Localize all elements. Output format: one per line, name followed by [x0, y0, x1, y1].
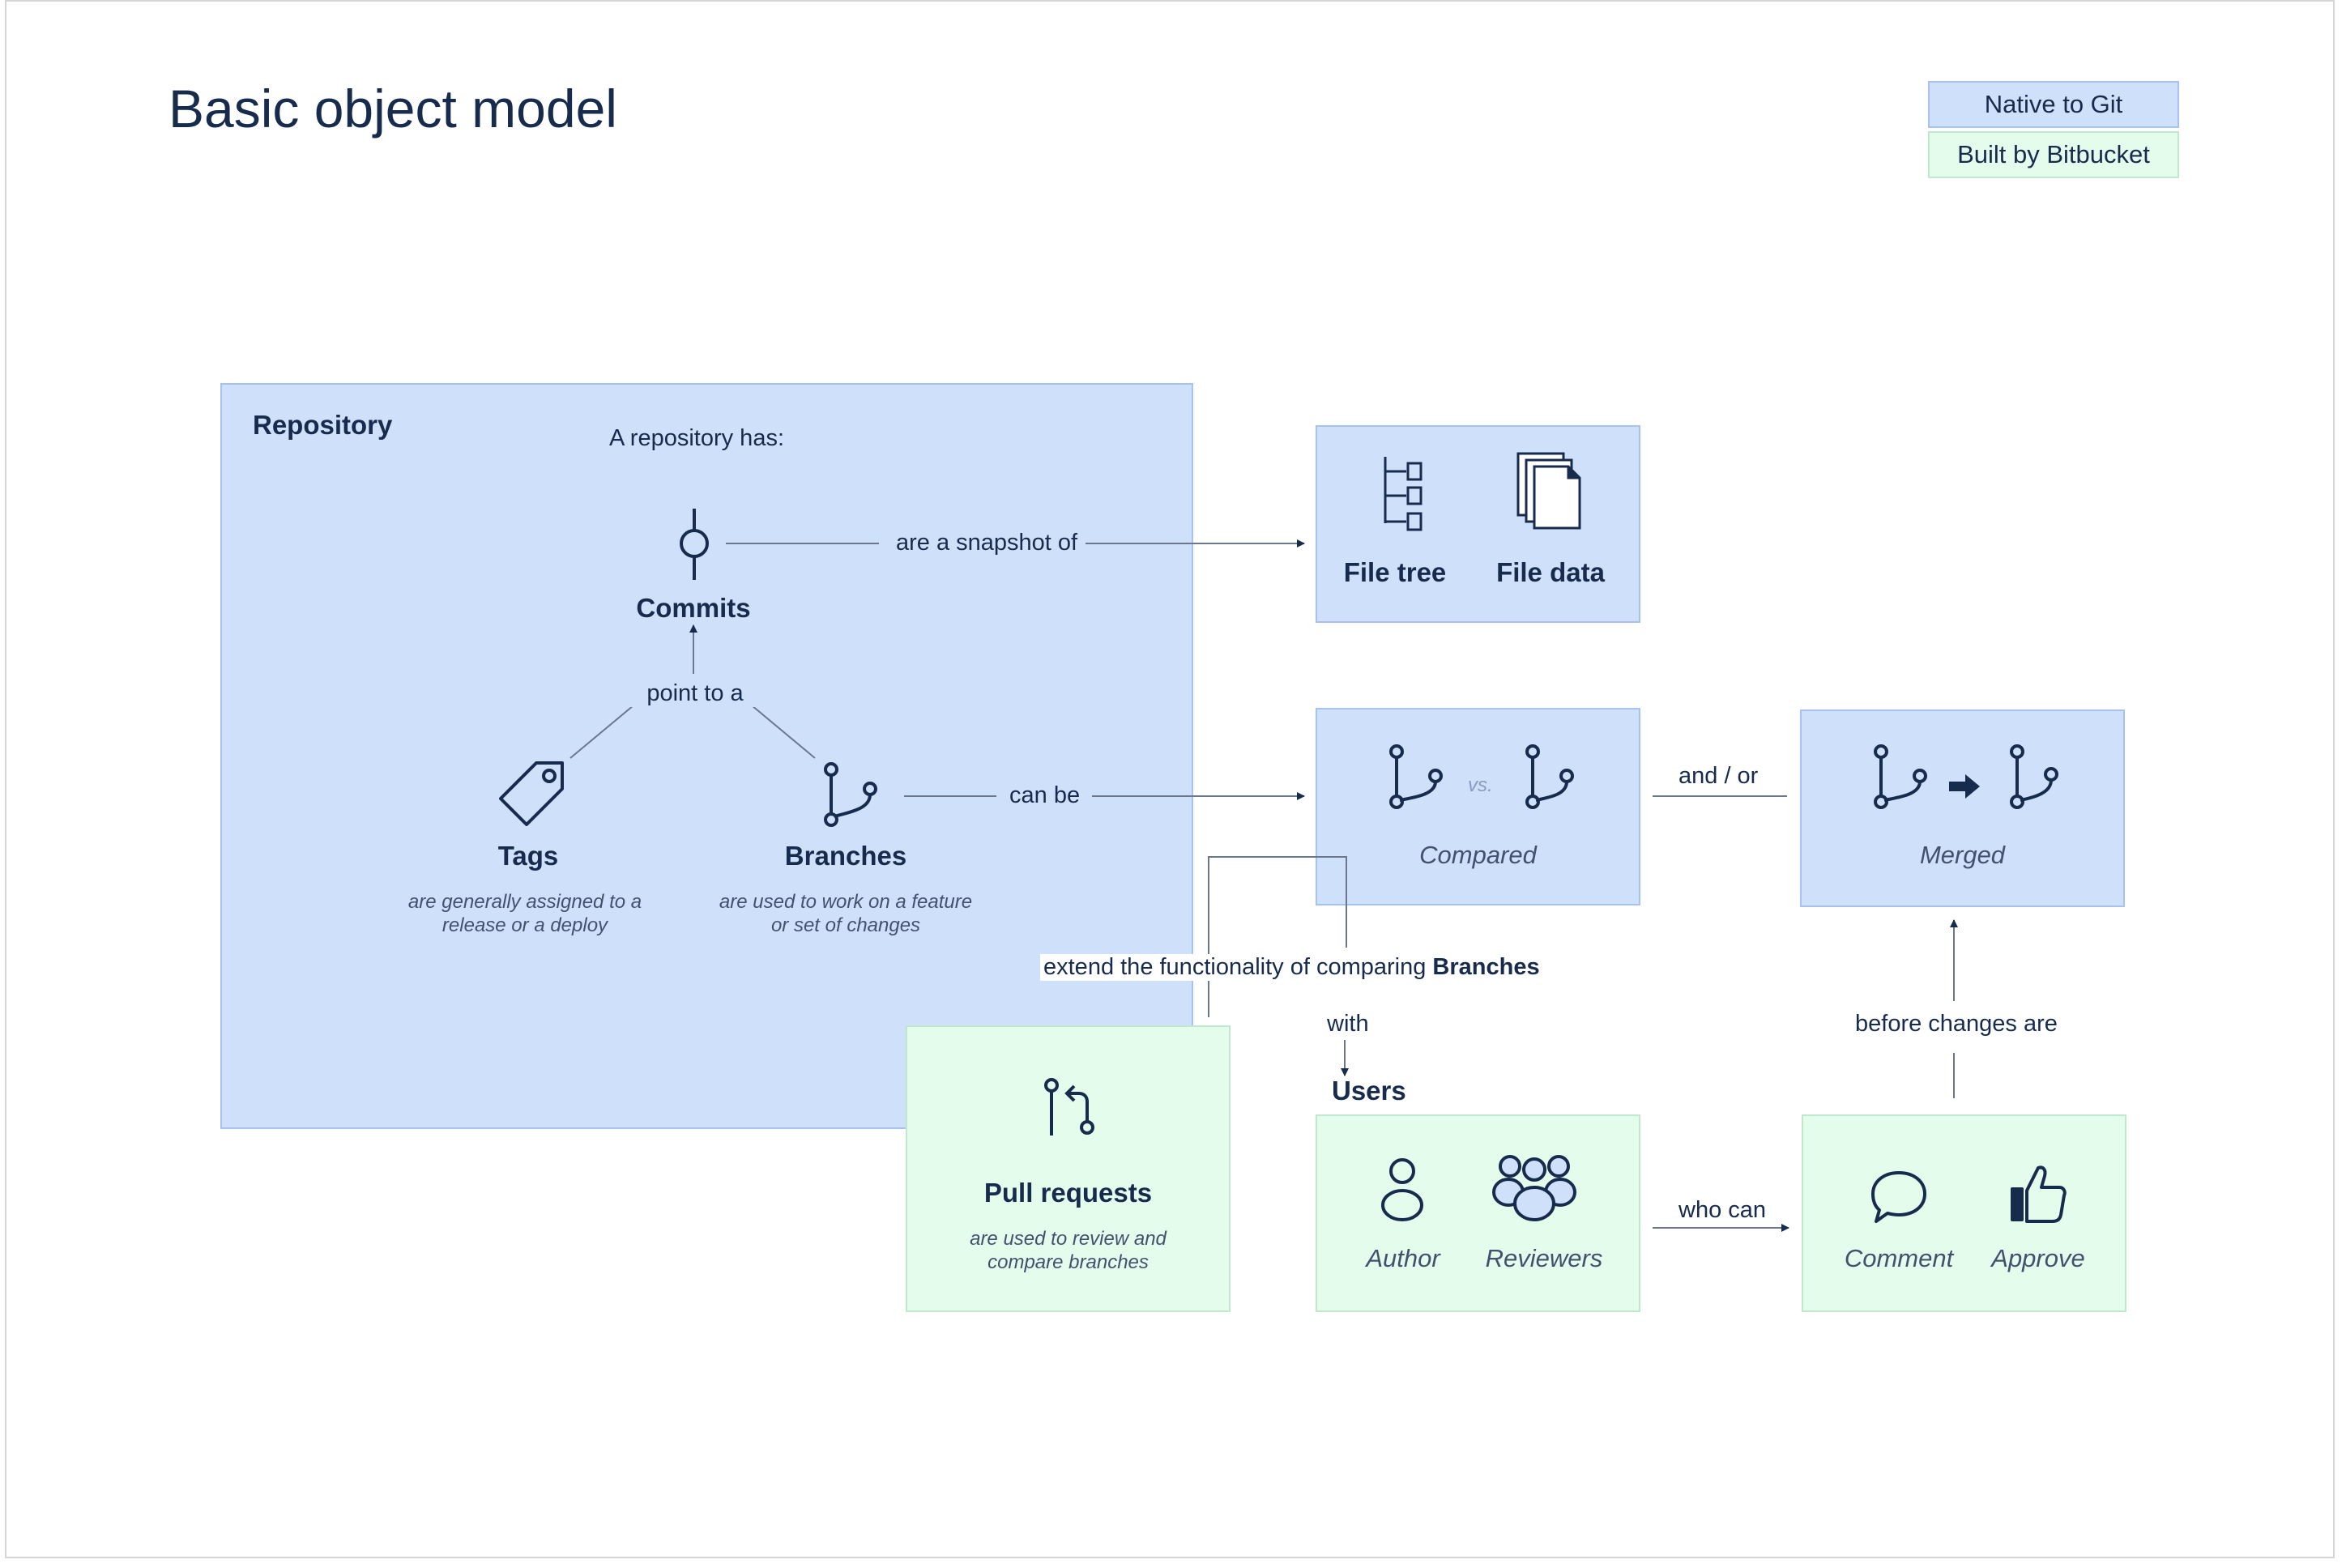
branch-icon	[824, 762, 877, 827]
branches-label: Branches	[784, 841, 907, 871]
repository-label: Repository	[253, 410, 393, 440]
compared-label: Compared	[1419, 841, 1537, 869]
merged-label: Merged	[1919, 841, 2006, 869]
author-label: Author	[1366, 1244, 1440, 1272]
reviewers-icon	[1492, 1155, 1576, 1221]
compare-branch-icon-a	[1389, 744, 1443, 809]
pull-requests-box	[906, 1025, 1231, 1312]
commit-icon	[680, 509, 709, 580]
tag-icon	[499, 761, 564, 826]
commits-label: Commits	[636, 593, 751, 623]
file-tree-label: File tree	[1343, 557, 1447, 587]
vs-label: vs.	[1468, 774, 1493, 796]
snapshot-label: are a snapshot of	[896, 530, 1078, 556]
users-label: Users	[1332, 1076, 1406, 1106]
reviewers-label: Reviewers	[1485, 1244, 1603, 1272]
file-tree-icon	[1384, 457, 1423, 531]
pull-requests-label: Pull requests	[983, 1178, 1153, 1208]
comment-icon	[1871, 1171, 1926, 1223]
merge-arrow-icon	[1949, 774, 1980, 799]
legend-native-git: Native to Git	[1928, 81, 2179, 128]
comment-label: Comment	[1844, 1244, 1954, 1272]
file-data-label: File data	[1496, 557, 1605, 587]
approve-label: Approve	[1991, 1244, 2085, 1272]
pull-request-icon	[1044, 1078, 1094, 1136]
and-or-label: and / or	[1678, 763, 1759, 789]
can-be-label: can be	[1009, 782, 1081, 808]
repository-intro: A repository has:	[609, 425, 784, 451]
who-can-label: who can	[1678, 1197, 1767, 1223]
file-data-icon	[1516, 452, 1581, 530]
edge-branch-point	[751, 705, 816, 759]
edge-pr-bracket	[1208, 856, 1347, 1017]
page-title: Basic object model	[168, 79, 617, 138]
merge-branch-icon-a	[1874, 744, 1927, 809]
files-box	[1316, 425, 1640, 623]
merge-branch-icon-b	[2010, 744, 2058, 809]
merged-box	[1800, 709, 2125, 907]
actions-box	[1802, 1114, 2126, 1312]
extend-label: extend the functionality of comparing Br…	[1040, 954, 1543, 981]
compare-branch-icon-b	[1525, 744, 1574, 809]
users-box	[1316, 1114, 1640, 1312]
tags-label: Tags	[497, 841, 559, 871]
compared-box	[1316, 708, 1640, 905]
approve-icon	[2011, 1165, 2067, 1223]
author-icon	[1381, 1158, 1423, 1221]
edge-tag-point	[569, 705, 634, 759]
with-label: with	[1324, 1011, 1372, 1038]
legend-bitbucket: Built by Bitbucket	[1928, 131, 2179, 178]
before-label: before changes are	[1855, 1011, 2058, 1037]
repository-box	[220, 383, 1193, 1129]
point-to-label: point to a	[629, 680, 761, 707]
